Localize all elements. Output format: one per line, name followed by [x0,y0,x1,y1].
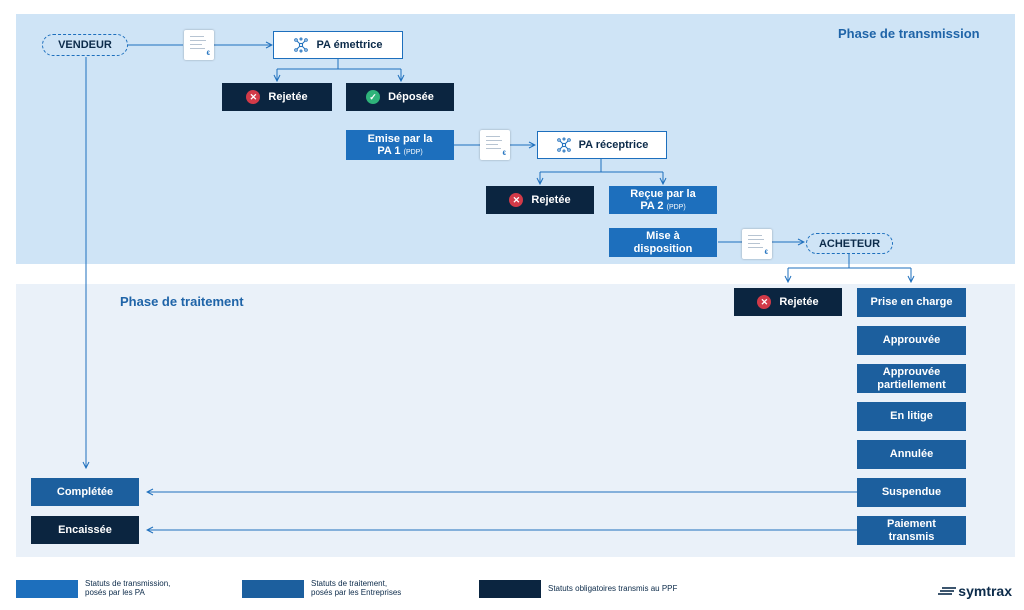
treatment-phase-title: Phase de traitement [120,294,244,309]
status-annulee: Annulée [857,440,966,469]
status-mise-a-disposition: Mise à disposition [609,228,717,257]
pa-emettrice-box: PA émettrice [273,31,403,59]
status-encaissee: Encaissée [31,516,139,544]
status-rejetee-receptrice: ✕ Rejetée [486,186,594,214]
legend-swatch [242,580,304,598]
legend-item-transmission: Statuts de transmission,posés par les PA [16,579,170,598]
symtrax-logo-icon [938,587,957,595]
network-icon [556,137,571,153]
status-en-litige: En litige [857,402,966,431]
document-euro-icon: € [184,30,214,60]
transmission-phase-title: Phase de transmission [838,26,980,41]
pa-receptrice-label: PA réceptrice [578,139,649,151]
acheteur-actor: ACHETEUR [806,233,893,254]
status-emise-pa1: Emise par la PA 1 (PDP) [346,130,454,160]
legend-item-mandatory: Statuts obligatoires transmis au PPF [479,580,677,598]
network-icon [294,37,309,53]
symtrax-logo: symtrax [938,583,1012,599]
status-completee: Complétée [31,478,139,506]
status-recue-pa2: Reçue par la PA 2 (PDP) [609,186,717,214]
x-circle-icon: ✕ [246,90,261,104]
status-deposee: ✓ Déposée [346,83,454,111]
status-suspendue: Suspendue [857,478,966,507]
status-prise-en-charge: Prise en charge [857,288,966,317]
status-paiement-transmis: Paiement transmis [857,516,966,545]
document-euro-icon: € [742,229,772,259]
treatment-phase [16,284,1015,557]
vendeur-actor: VENDEUR [42,34,128,56]
legend-item-traitement: Statuts de traitement,posés par les Entr… [242,579,401,598]
legend-swatch [16,580,78,598]
status-rejetee-acheteur: ✕ Rejetée [734,288,842,316]
legend-swatch [479,580,541,598]
status-approuvee: Approuvée [857,326,966,355]
transmission-phase [16,14,1015,264]
pa-emettrice-label: PA émettrice [316,39,383,51]
status-approuvee-partiellement: Approuvée partiellement [857,364,966,393]
x-circle-icon: ✕ [757,295,772,309]
document-euro-icon: € [480,130,510,160]
check-circle-icon: ✓ [366,90,381,104]
pa-receptrice-box: PA réceptrice [537,131,667,159]
x-circle-icon: ✕ [509,193,524,207]
status-rejetee-emettrice: ✕ Rejetée [222,83,332,111]
